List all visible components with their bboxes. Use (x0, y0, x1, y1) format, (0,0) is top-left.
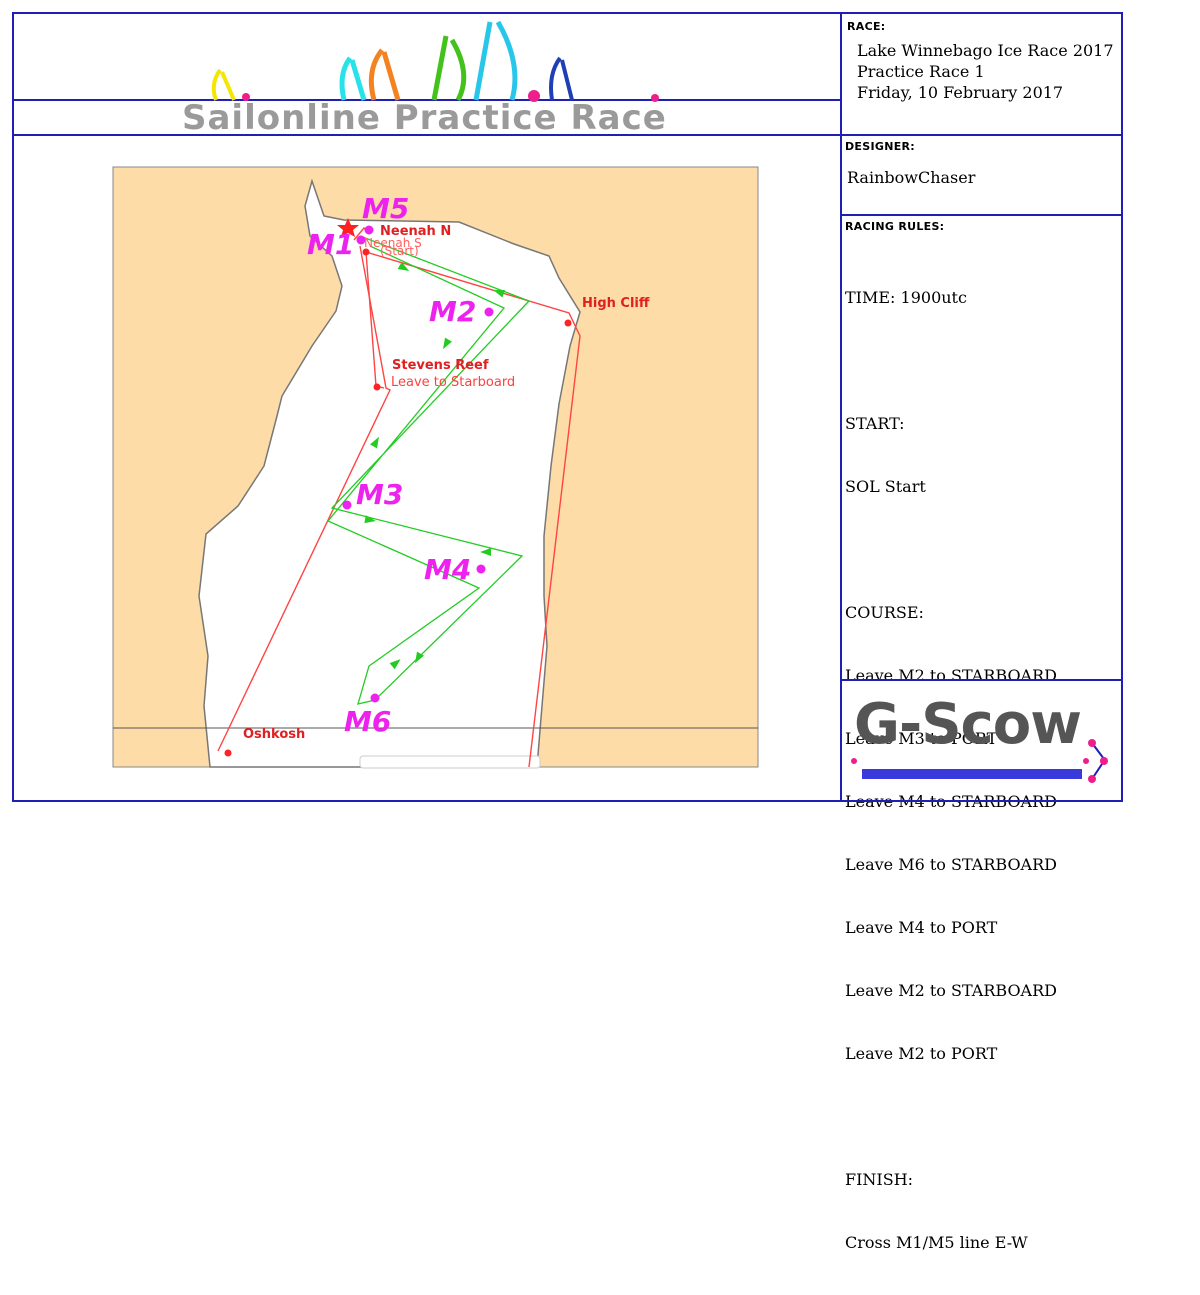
mark-dot-m4 (476, 564, 486, 574)
rules-finish-label: FINISH: (845, 1170, 914, 1189)
sail-yellow-icon (211, 68, 236, 101)
mark-label-m1: M1 (307, 228, 355, 261)
course-arrow (443, 337, 452, 350)
designer-panel: DESIGNER: RainbowChaser (840, 134, 1123, 216)
course-arrow (397, 262, 410, 271)
start-star-icon (337, 218, 359, 237)
mark-dot-m6 (370, 693, 380, 703)
rules-time: TIME: 1900utc (845, 288, 967, 307)
mark-label-m2: M2 (429, 295, 477, 328)
place-dot-oshkosh (224, 749, 232, 757)
mark-label-m3: M3 (356, 478, 404, 511)
sail-orange-icon (368, 48, 401, 101)
designer-label: DESIGNER: (845, 140, 915, 153)
course-map (112, 166, 759, 769)
sail-cyan-large-icon (473, 20, 518, 101)
map-frame: Neenah N Neenah S (Start) High Cliff Ste… (12, 134, 842, 802)
place-label-start: (Start) (380, 244, 419, 258)
mark-dot-m5 (364, 225, 374, 235)
rhumb-line-west (217, 245, 391, 752)
place-dot-high-cliff (564, 319, 572, 327)
place-label-leave-starboard: Leave to Starboard (391, 375, 516, 390)
header-banner: Sailonline Practice Race (12, 12, 842, 138)
map-scale-box (359, 755, 541, 769)
course-arrow (389, 659, 401, 670)
course-arrow (493, 289, 506, 298)
place-label-high-cliff: High Cliff (582, 296, 650, 311)
sail-green-icon (431, 35, 467, 102)
banner-dot (528, 90, 540, 102)
banner-title: Sailonline Practice Race (182, 98, 667, 138)
race-line-1: Lake Winnebago Ice Race 2017 (857, 41, 1114, 60)
designer-name: RainbowChaser (847, 168, 976, 187)
race-label: RACE: (847, 20, 886, 33)
place-dot-neenah-s (362, 248, 370, 256)
place-dot-stevens-reef (373, 383, 381, 391)
mark-label-m5: M5 (362, 192, 410, 225)
course-item: Leave M2 to PORT (845, 1044, 998, 1063)
race-panel: RACE: Lake Winnebago Ice Race 2017 Pract… (840, 12, 1123, 136)
course-arrow (370, 436, 379, 449)
course-item: Leave M2 to STARBOARD (845, 981, 1057, 1000)
race-line-3: Friday, 10 February 2017 (857, 83, 1064, 102)
place-label-neenah-s: Neenah S (364, 236, 422, 250)
rules-start-value: SOL Start (845, 477, 926, 496)
banner-dot (242, 93, 250, 101)
g-scow-logo: G-Scow (854, 692, 1082, 757)
rules-start-label: START: (845, 414, 905, 433)
place-label-stevens-reef: Stevens Reef (392, 358, 489, 373)
logo-panel: G-Scow (840, 679, 1123, 802)
banner-dot (651, 94, 659, 102)
logo-underline-graphic (851, 739, 1108, 783)
mark-dot-m1 (356, 235, 366, 245)
course-line (326, 235, 531, 705)
rules-finish-value: Cross M1/M5 line E-W (845, 1233, 1028, 1252)
course-arrow (364, 515, 376, 524)
mark-dot-m2 (484, 307, 494, 317)
place-label-neenah-n: Neenah N (380, 224, 452, 239)
rules-label: RACING RULES: (845, 220, 945, 233)
course-item: Leave M3 to PORT (845, 729, 998, 748)
sail-cyan-icon (339, 56, 367, 101)
course-arrow (415, 651, 424, 664)
place-label-oshkosh: Oshkosh (243, 727, 306, 742)
course-item: Leave M4 to PORT (845, 918, 998, 937)
banner-logo-graphic (14, 20, 840, 102)
course-item: Leave M6 to STARBOARD (845, 855, 1057, 874)
mark-dot-m3 (342, 500, 352, 510)
course-arrow (480, 548, 491, 556)
mark-label-m6: M6 (344, 705, 392, 738)
mark-label-m4: M4 (424, 553, 472, 586)
rules-panel: RACING RULES: TIME: 1900utc START: SOL S… (840, 214, 1123, 1252)
sail-blue-icon (549, 56, 574, 101)
race-line-2: Practice Race 1 (857, 62, 985, 81)
rhumb-line-east (365, 251, 581, 768)
rules-course-label: COURSE: (845, 603, 924, 622)
